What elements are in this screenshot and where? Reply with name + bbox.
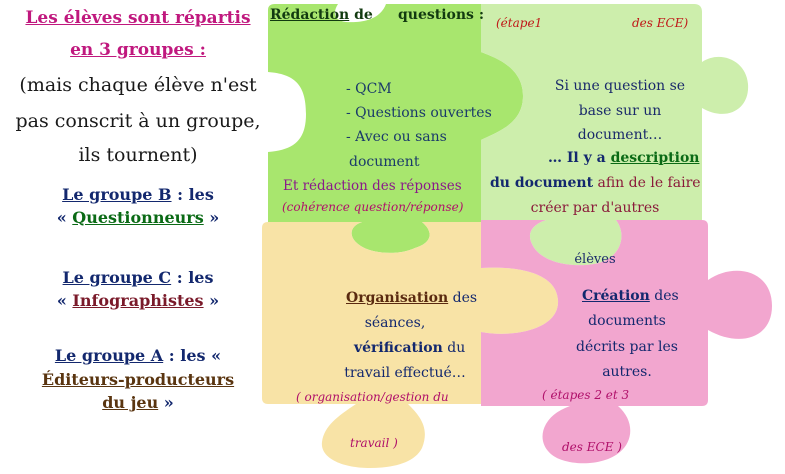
green-title-c: questions : xyxy=(398,7,484,23)
pink-note-1: ( étapes 2 et 3 xyxy=(542,388,630,402)
green-title-a: Rédaction de xyxy=(270,8,373,22)
group-c-sep: : les xyxy=(171,268,214,287)
group-b-line-1: Le groupe B : les xyxy=(18,187,258,203)
group-b-sep: : les xyxy=(171,185,214,204)
yellow-des: des xyxy=(448,290,478,306)
yellow-puzzle-piece xyxy=(262,222,559,468)
light-green-step-a: (étape1 xyxy=(496,16,543,30)
group-a-close: » xyxy=(158,393,174,412)
light-green-line-4a: … Il y a xyxy=(548,150,611,166)
group-a-label: Le groupe A xyxy=(54,346,164,365)
group-c-line-1: Le groupe C : les xyxy=(18,270,258,286)
yellow-line-3: vérification du xyxy=(354,341,465,355)
green-coherence-note: (cohérence question/réponse) xyxy=(282,200,464,214)
green-puzzle-piece xyxy=(268,4,523,253)
yellow-line-2: séances, xyxy=(364,315,426,331)
group-c-name: Infographistes xyxy=(72,291,204,310)
yellow-line-4: travail effectué… xyxy=(344,365,466,381)
light-green-step-b: des ECE) xyxy=(632,16,689,30)
pink-des: des xyxy=(649,288,679,304)
light-green-line-4: … Il y a description xyxy=(548,151,699,165)
title-line-1: Les élèves sont répartis xyxy=(25,8,251,28)
pink-line-2: documents xyxy=(588,313,666,329)
green-title-redaction: Rédaction xyxy=(270,7,350,23)
group-b-open: « xyxy=(56,208,73,227)
light-green-line-3: document… xyxy=(577,127,663,143)
light-green-line-7: élèves xyxy=(574,252,616,267)
light-green-line-5: du document afin de le faire xyxy=(490,176,701,190)
group-b-name: Questionneurs xyxy=(72,208,204,227)
pink-puzzle-piece xyxy=(481,220,772,464)
note-line-1: (mais chaque élève n'est xyxy=(19,74,257,96)
light-green-puzzle-piece xyxy=(481,4,749,266)
green-title-de: de xyxy=(349,7,373,23)
yellow-note-1: ( organisation/gestion du xyxy=(296,390,449,404)
yellow-note-2: travail ) xyxy=(350,436,398,450)
group-c-label: Le groupe C xyxy=(62,268,172,287)
group-a-line-1: Le groupe A : les « xyxy=(18,348,258,364)
group-c-line-2: « Infographistes » xyxy=(18,293,258,309)
group-a-name-2: du jeu xyxy=(102,393,159,412)
group-a-line-3: du jeu » xyxy=(18,395,258,411)
group-c-open: « xyxy=(56,291,73,310)
group-a-sep: : les « xyxy=(163,346,222,365)
green-item-3: - Avec ou sans xyxy=(346,129,447,145)
group-c-close: » xyxy=(203,291,220,310)
light-green-line-6: créer par d'autres xyxy=(530,200,660,216)
group-b-close: » xyxy=(203,208,220,227)
pink-line-3: décrits par les xyxy=(576,339,678,355)
light-green-du-document: du document xyxy=(490,175,594,191)
green-item-2: - Questions ouvertes xyxy=(346,105,492,121)
light-green-line-2: base sur un xyxy=(578,103,662,119)
green-item-1: - QCM xyxy=(346,81,392,97)
note-line-2: pas conscrit à un groupe, xyxy=(15,110,261,132)
green-responses: Et rédaction des réponses xyxy=(283,178,462,194)
yellow-du: du xyxy=(442,340,466,356)
pink-line-1: Création des xyxy=(582,289,679,303)
light-green-description: description xyxy=(610,150,700,166)
title-line-2: en 3 groupes : xyxy=(70,40,206,60)
group-b-line-2: « Questionneurs » xyxy=(18,210,258,226)
yellow-organisation: Organisation xyxy=(346,290,449,306)
group-b-label: Le groupe B xyxy=(62,185,172,204)
pink-line-4: autres. xyxy=(602,364,652,380)
pink-note-2: des ECE ) xyxy=(562,440,622,454)
light-green-afin: afin de le faire xyxy=(593,175,701,191)
note-line-3: ils tournent) xyxy=(78,144,198,166)
yellow-verification: vérification xyxy=(354,340,443,356)
yellow-line-1: Organisation des xyxy=(346,291,477,305)
green-item-4: document xyxy=(349,154,420,170)
pink-creation: Création xyxy=(582,288,650,304)
light-green-line-1: Si une question se xyxy=(554,78,686,94)
group-a-name-1: Éditeurs-producteurs xyxy=(41,370,235,389)
